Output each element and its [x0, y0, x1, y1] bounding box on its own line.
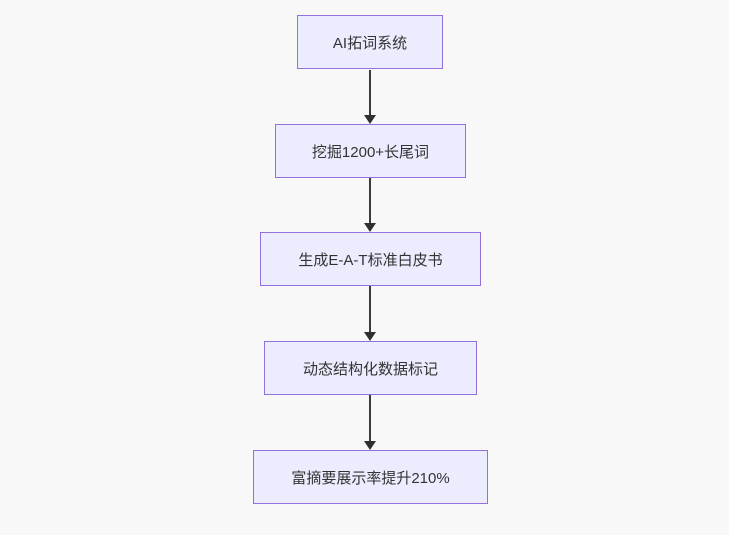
arrow-line — [369, 70, 371, 115]
flow-node-label: AI拓词系统 — [332, 34, 408, 52]
arrowhead-down-icon — [364, 223, 376, 232]
arrowhead-down-icon — [364, 332, 376, 341]
arrow-line — [369, 395, 371, 441]
flow-node-rich-snippet-rate: 富摘要展示率提升210% — [253, 450, 488, 504]
arrow-line — [369, 286, 371, 332]
arrowhead-down-icon — [364, 115, 376, 124]
flow-node-eat-whitepaper: 生成E-A-T标准白皮书 — [260, 232, 481, 286]
flow-node-label: 富摘要展示率提升210% — [291, 469, 450, 487]
flow-node-label: 动态结构化数据标记 — [302, 360, 438, 378]
arrow-line — [369, 178, 371, 223]
flow-node-structured-data-markup: 动态结构化数据标记 — [264, 341, 477, 395]
flow-node-longtail-keywords: 挖掘1200+长尾词 — [275, 124, 466, 178]
arrowhead-down-icon — [364, 441, 376, 450]
flow-node-label: 生成E-A-T标准白皮书 — [298, 251, 443, 269]
flow-node-label: 挖掘1200+长尾词 — [311, 143, 430, 161]
flow-node-ai-expansion-system: AI拓词系统 — [297, 15, 443, 69]
